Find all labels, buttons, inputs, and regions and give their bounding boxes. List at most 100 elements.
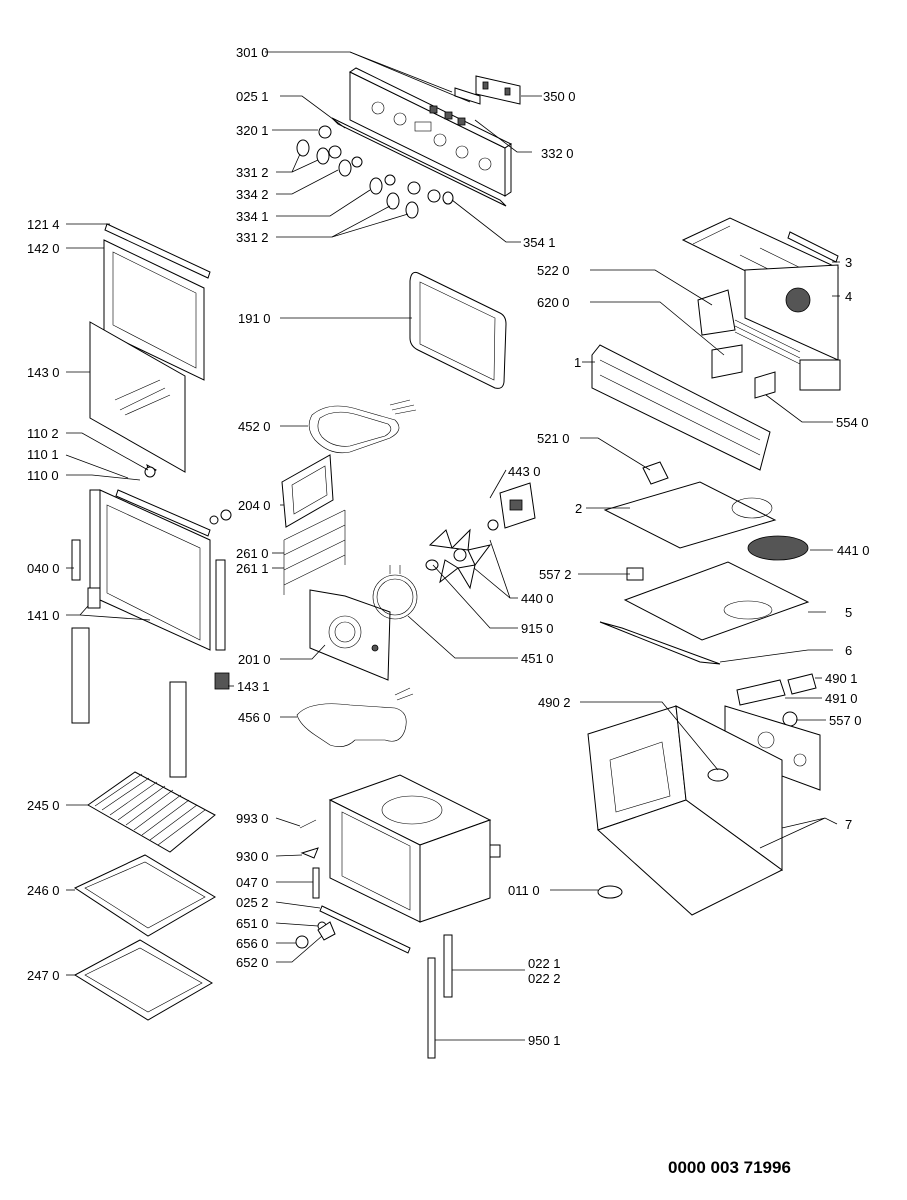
label-9150: 915 0 [521,621,554,636]
control-knob [338,159,352,177]
panel-5-hole [723,600,773,620]
right-parts-group [587,217,841,916]
circular-heater-inner [376,578,414,616]
rear-panel-201 [309,589,391,681]
rear-panel-7-hole [757,731,775,749]
panel-2-hole [731,497,773,519]
bottom-element-456 [296,703,407,747]
outer-door-window [106,504,201,641]
panel-frame-strip [331,117,507,207]
trim-6 [599,621,721,665]
door-side-profile [89,489,101,593]
label-1910: 191 0 [238,311,271,326]
label-4410: 441 0 [837,543,870,558]
label-1430: 143 0 [27,365,60,380]
label-4400: 440 0 [521,591,554,606]
frame-1-detail [599,359,761,456]
rear-panel-lamp [371,644,379,652]
fan-blade [428,529,453,549]
label-6560: 656 0 [236,936,269,951]
label-7: 7 [845,817,852,832]
label-0400: 040 0 [27,561,60,576]
label-2470: 247 0 [27,968,60,983]
part-656 [295,935,309,949]
switch-board [454,87,481,105]
fan-blade [457,564,476,590]
intermediate-glass [89,321,186,473]
label-2010: 201 0 [238,652,271,667]
label-6200: 620 0 [537,295,570,310]
label-3320: 332 0 [541,146,574,161]
fan-grille [328,615,362,649]
screw-993 [299,819,317,829]
label-6: 6 [845,643,852,658]
door-hinge-left [71,539,81,581]
label-4520: 452 0 [238,419,271,434]
rear-panel-7-hole [793,753,807,767]
module-connector [504,87,511,96]
baking-tray [73,854,216,937]
label-5572: 557 2 [539,567,572,582]
side-runner-261 [283,509,346,586]
label-2460: 246 0 [27,883,60,898]
bottom-element-leads [394,687,414,701]
clip-930 [300,847,319,859]
fan-grille-inner [334,621,356,643]
label-2450: 245 0 [27,798,60,813]
control-knob [296,139,310,157]
accessories-group [73,771,216,1021]
label-1100: 110 0 [27,468,59,483]
label-3342: 334 2 [236,187,269,202]
label-1214: 121 4 [27,217,60,232]
part-652 [317,921,336,941]
label-5570: 557 0 [829,713,862,728]
rack-support-204 [281,454,334,528]
label-5210: 521 0 [537,431,570,446]
drip-pan-inner [84,947,203,1013]
panel-hole [455,145,469,159]
label-1431: 143 1 [237,679,270,694]
label-5540: 554 0 [836,415,869,430]
label-1: 1 [574,355,581,370]
label-3312-b: 331 2 [236,230,269,245]
knob-ring [407,181,421,195]
label-1101: 110 1 [27,447,59,462]
label-2611: 261 1 [236,561,269,576]
cooling-duct [734,319,801,365]
label-0251: 025 1 [236,89,269,104]
control-knob [386,192,400,210]
wire-shelf [87,771,216,853]
label-0252: 025 2 [236,895,269,910]
label-4560: 456 0 [238,710,271,725]
panel-display [414,121,432,132]
label-0221: 022 1 [528,956,561,971]
cavity-top-opening [381,795,443,825]
side-runner-frame [283,510,346,595]
part-labels: 301 0 350 0 025 1 320 1 332 0 331 2 334 … [27,45,870,1048]
cavity-bracket [489,844,501,858]
door-gasket [409,271,507,389]
knob-ring [318,125,332,139]
knob-ring [427,189,441,203]
part-4910 [736,679,786,706]
inner-glass-window [112,251,197,369]
casing-opening [609,741,671,813]
label-4510: 451 0 [521,651,554,666]
leader-lines [65,51,840,1041]
fan-motor-shaft [487,519,499,531]
rail-950 [427,957,436,1059]
door-hinge-block [87,587,101,609]
glass-support-round [144,466,156,478]
fan-blade [439,559,459,584]
switch-block [444,111,453,120]
rack-support-inner [291,465,328,515]
door-bar [115,489,211,537]
part-4901 [787,673,817,695]
label-5: 5 [845,605,852,620]
cavity-opening [341,811,411,911]
fan-blade [450,528,471,551]
label-4902: 490 2 [538,695,571,710]
baking-tray-inner [84,861,206,929]
